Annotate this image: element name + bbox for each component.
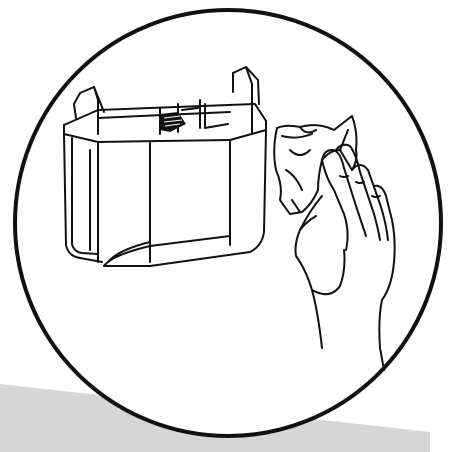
illustration-canvas <box>0 0 449 452</box>
cleaning-instruction-illustration <box>0 0 449 452</box>
